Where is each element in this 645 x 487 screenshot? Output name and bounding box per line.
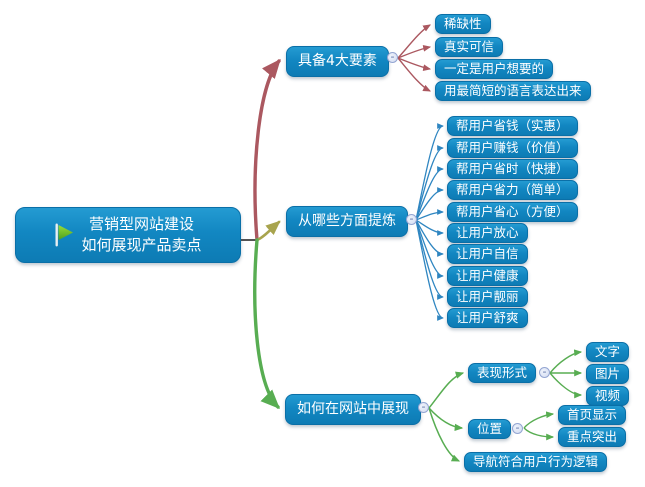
leaf-line xyxy=(397,44,432,59)
leaf-line xyxy=(415,219,444,257)
leaf-topic[interactable]: 让用户健康 xyxy=(447,266,528,286)
leaf-line xyxy=(415,123,444,221)
leaf-topic[interactable]: 帮用户省心（方便） xyxy=(447,202,578,222)
root-topic-label: 营销型网站建设 如何展现产品卖点 xyxy=(81,214,201,256)
branch-topic-extract-aspects[interactable]: 从哪些方面提炼 xyxy=(286,206,408,237)
branch-topic-four-elements[interactable]: 具备4大要素 xyxy=(286,46,389,77)
leaf-topic[interactable]: 让用户自信 xyxy=(447,244,528,264)
leaf-line xyxy=(523,411,555,429)
branch-topic-show-on-site[interactable]: 如何在网站中展现 xyxy=(285,394,421,425)
leaf-line xyxy=(523,427,555,441)
root-topic[interactable]: 营销型网站建设 如何展现产品卖点 xyxy=(15,207,241,263)
collapse-button[interactable]: - xyxy=(406,213,417,225)
leaf-topic[interactable]: 首页显示 xyxy=(558,405,627,425)
leaf-line xyxy=(549,372,583,399)
leaf-line xyxy=(415,219,444,279)
leaf-line xyxy=(415,219,444,321)
leaf-topic[interactable]: 帮用户省时（快捷） xyxy=(447,159,578,179)
branch-line-b2 xyxy=(255,220,281,242)
collapse-button[interactable]: - xyxy=(512,422,523,434)
leaf-line xyxy=(415,145,444,221)
leaf-line xyxy=(428,371,465,409)
leaf-line xyxy=(428,407,461,462)
root-topic-line2: 如何展现产品卖点 xyxy=(81,236,202,254)
leaf-topic[interactable]: 一定是用户想要的 xyxy=(435,59,554,79)
collapse-button[interactable]: - xyxy=(539,366,550,378)
leaf-topic[interactable]: 稀缺性 xyxy=(435,14,491,34)
subtopic-presentation-form[interactable]: 表现形式 xyxy=(468,363,537,383)
leaf-line xyxy=(397,57,432,92)
branch-line-b3 xyxy=(253,238,280,409)
root-topic-line1: 营销型网站建设 xyxy=(88,215,194,233)
leaf-line xyxy=(415,187,444,221)
leaf-topic[interactable]: 让用户放心 xyxy=(447,223,528,243)
leaf-line xyxy=(397,24,431,59)
leaf-topic[interactable]: 让用户舒爽 xyxy=(447,308,528,328)
leaf-line xyxy=(415,219,444,300)
leaf-topic[interactable]: 用最简短的语言表达出来 xyxy=(435,81,591,101)
leaf-topic[interactable]: 文字 xyxy=(586,342,630,362)
leaf-topic[interactable]: 视频 xyxy=(586,386,630,406)
leaf-line xyxy=(415,219,444,236)
leaf-topic[interactable]: 重点突出 xyxy=(558,427,627,447)
leaf-line xyxy=(415,166,444,221)
collapse-button[interactable]: - xyxy=(418,401,429,413)
branch-line-b1 xyxy=(253,58,281,242)
leaf-topic[interactable]: 帮用户省钱（实惠） xyxy=(447,116,578,136)
flag-icon xyxy=(55,223,74,247)
subtopic-navigation-logic[interactable]: 导航符合用户行为逻辑 xyxy=(464,452,608,472)
leaf-line xyxy=(397,57,432,72)
subtopic-position[interactable]: 位置 xyxy=(468,419,512,439)
leaf-line xyxy=(428,407,464,432)
leaf-topic[interactable]: 让用户靓丽 xyxy=(447,287,528,307)
collapse-button[interactable]: - xyxy=(387,51,398,63)
leaf-topic[interactable]: 帮用户省力（简单） xyxy=(447,180,578,200)
leaf-topic[interactable]: 帮用户赚钱（价值） xyxy=(447,138,578,158)
leaf-topic[interactable]: 真实可信 xyxy=(435,37,504,57)
leaf-topic[interactable]: 图片 xyxy=(586,364,630,384)
leaf-line xyxy=(415,209,444,221)
leaf-line xyxy=(549,349,583,374)
